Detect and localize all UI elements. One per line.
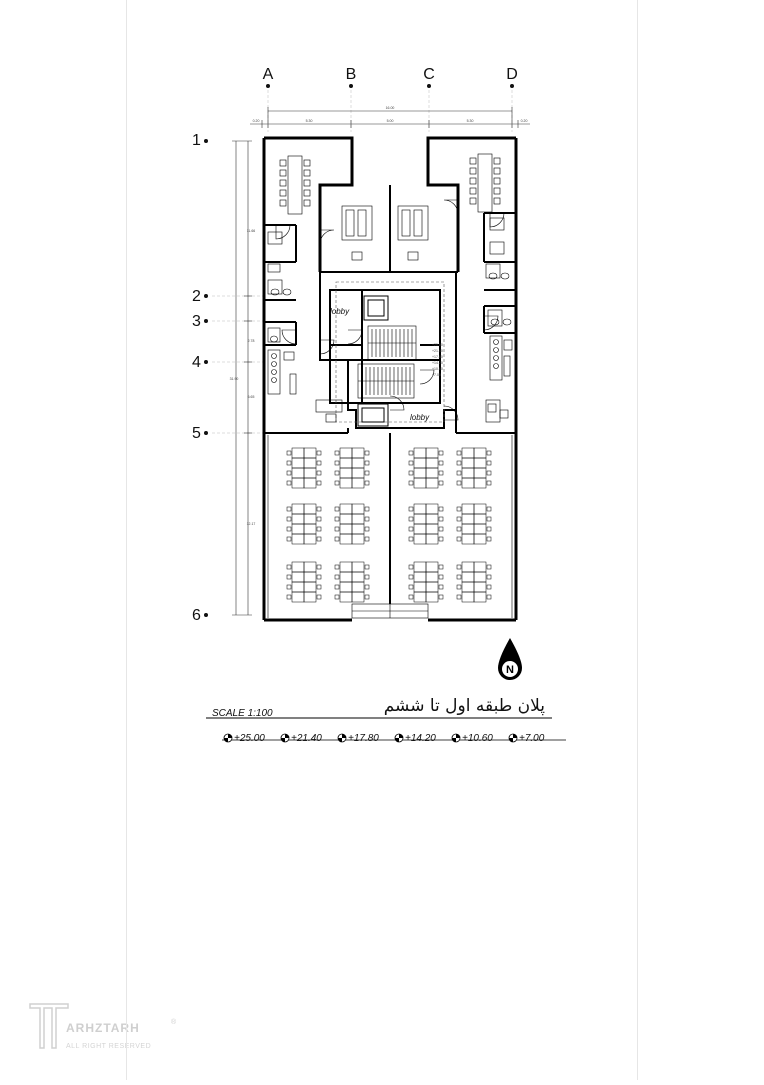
interior-walls <box>264 185 516 604</box>
dimension-labels: 16.00 0.20 5.30 5.00 5.30 0.20 31.90 11.… <box>230 106 528 526</box>
level-value: +7.00 <box>519 733 545 744</box>
logo-mark-icon <box>29 1003 69 1049</box>
level-value: +21.40 <box>291 733 322 744</box>
stair-lower <box>357 363 415 399</box>
axis-dot-6 <box>204 613 208 617</box>
company-logo: ARHZTARH ALL RIGHT RESERVED ® <box>29 1003 177 1050</box>
axis-dot-2 <box>204 294 208 298</box>
dim-left-total: 31.90 <box>230 377 239 381</box>
stair-level-6: +7.00 <box>432 373 441 377</box>
axis-dot-a <box>266 84 270 88</box>
desk-cluster <box>408 561 444 603</box>
desk-cluster <box>286 503 322 545</box>
open-office-desks <box>286 447 492 603</box>
desk-cluster <box>286 447 322 489</box>
lobby-label-1: lobby <box>330 307 350 316</box>
elevators <box>357 295 389 427</box>
axis-letter-b: B <box>346 66 357 83</box>
level-marker: +7.00 <box>508 733 545 744</box>
desk-cluster <box>456 561 492 603</box>
axis-dot-3 <box>204 319 208 323</box>
dim-top-1: 0.20 <box>253 119 260 123</box>
logo-subtitle: ALL RIGHT RESERVED <box>66 1043 151 1050</box>
desk-cluster <box>334 503 370 545</box>
lobby-outline <box>335 281 445 423</box>
desk-cluster <box>286 561 322 603</box>
axis-number-1: 1 <box>192 132 201 149</box>
axis-letter-c: C <box>423 66 435 83</box>
stair-level-5: +10.60 <box>432 367 443 371</box>
dim-top-total: 16.00 <box>386 106 395 110</box>
level-marker: +14.20 <box>394 733 436 744</box>
axis-letter-a: A <box>263 66 274 83</box>
logo-name: ARHZTARH <box>66 1021 140 1035</box>
level-value: +25.00 <box>234 733 265 744</box>
stair-level-4: +14.20 <box>432 361 443 365</box>
dim-left-4: 12.17 <box>247 522 256 526</box>
desk-cluster <box>456 503 492 545</box>
axis-letter-d: D <box>506 66 518 83</box>
axis-number-3: 3 <box>192 313 201 330</box>
stair-level-tags: +25.00 +21.40 +17.80 +14.20 +10.60 +7.00 <box>432 343 443 377</box>
level-marker: +25.00 <box>223 733 265 744</box>
axis-number-6: 6 <box>192 607 201 624</box>
axis-dot-5 <box>204 431 208 435</box>
scale-label: SCALE 1:100 <box>212 708 273 719</box>
sanitary-fixtures <box>267 217 512 343</box>
level-marker: +21.40 <box>280 733 322 744</box>
north-arrow: N <box>498 638 522 680</box>
north-letter: N <box>506 664 514 676</box>
stair-level-1: +25.00 <box>432 343 443 347</box>
dim-left-2: 2.78 <box>248 339 255 343</box>
lobby-label-2: lobby <box>410 413 430 422</box>
stair-level-3: +17.80 <box>432 355 443 359</box>
axis-dot-4 <box>204 360 208 364</box>
sheet-border-left <box>126 0 127 1080</box>
conference-tables <box>279 153 501 261</box>
level-markers: +25.00 +21.40 +17.80 +14.20 +10.60 +7.00 <box>222 733 566 744</box>
dim-left-3: 6.65 <box>248 395 255 399</box>
dim-top-5: 0.20 <box>521 119 528 123</box>
axis-dot-1 <box>204 139 208 143</box>
axis-dot-d <box>510 84 514 88</box>
sheet-border-right <box>637 0 638 1080</box>
axis-dot-b <box>349 84 353 88</box>
dimension-lines <box>232 107 530 616</box>
plan-title: پلان طبقه اول تا ششم <box>384 696 546 716</box>
pantry-fixtures <box>267 335 513 395</box>
desk-cluster <box>456 447 492 489</box>
level-marker: +17.80 <box>337 733 379 744</box>
axis-number-5: 5 <box>192 425 201 442</box>
axis-number-4: 4 <box>192 354 201 371</box>
level-marker: +10.60 <box>451 733 493 744</box>
dim-top-4: 5.30 <box>467 119 474 123</box>
axis-dot-c <box>427 84 431 88</box>
level-value: +10.60 <box>462 733 493 744</box>
stair-level-2: +21.40 <box>432 349 443 353</box>
logo-registered: ® <box>171 1018 177 1026</box>
level-value: +17.80 <box>348 733 379 744</box>
desk-cluster <box>408 503 444 545</box>
axis-number-2: 2 <box>192 288 201 305</box>
desk-cluster <box>408 447 444 489</box>
reception-desks <box>315 399 509 423</box>
level-value: +14.20 <box>405 733 436 744</box>
door-swings <box>275 199 505 421</box>
stair-upper <box>367 325 417 361</box>
dim-top-3: 5.00 <box>387 119 394 123</box>
dim-top-2: 5.30 <box>306 119 313 123</box>
desk-cluster <box>334 561 370 603</box>
dim-left-1: 11.66 <box>247 229 256 233</box>
desk-cluster <box>334 447 370 489</box>
